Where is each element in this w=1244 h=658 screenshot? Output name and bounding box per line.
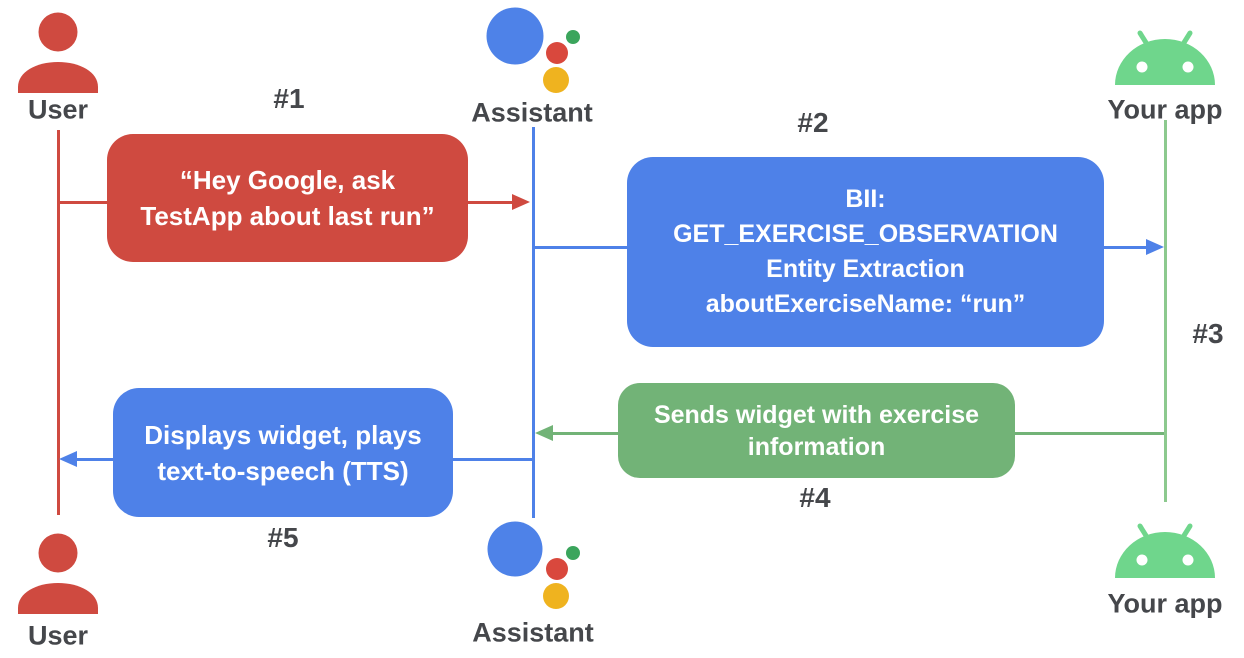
message-4-arrowhead-icon <box>535 425 553 441</box>
message-1-arrowhead-icon <box>512 194 530 210</box>
assistant-logo-icon <box>486 7 580 93</box>
android-icon <box>1115 30 1215 85</box>
user-icon <box>18 533 98 614</box>
step-4-label: #4 <box>799 482 831 513</box>
actor-label-app-top: Your app <box>1107 94 1223 125</box>
actor-label-user-bottom: User <box>27 620 89 651</box>
actor-label-assistant-bottom: Assistant <box>472 617 594 648</box>
step-1-label: #1 <box>273 83 305 114</box>
assistant-lifeline <box>532 127 535 518</box>
actor-label-user-top: User <box>27 94 89 125</box>
message-5-arrowhead-icon <box>59 451 77 467</box>
message-2-arrowhead-icon <box>1146 239 1164 255</box>
step-3-label: #3 <box>1192 318 1224 349</box>
assistant-logo-icon <box>487 521 580 609</box>
actor-label-assistant-top: Assistant <box>471 97 593 128</box>
message-5-box: Displays widget, plays text-to-speech (T… <box>113 388 453 517</box>
user-icon <box>18 12 98 93</box>
message-4-box: Sends widget with exercise information <box>618 383 1015 478</box>
step-2-label: #2 <box>797 107 829 138</box>
step-5-label: #5 <box>267 522 299 553</box>
message-1-box: “Hey Google, ask TestApp about last run” <box>107 134 468 262</box>
message-2-box: BII: GET_EXERCISE_OBSERVATION Entity Ext… <box>627 157 1104 347</box>
app-lifeline <box>1164 120 1167 502</box>
android-icon <box>1115 523 1215 578</box>
user-lifeline <box>57 130 60 515</box>
actor-label-app-bottom: Your app <box>1107 588 1223 619</box>
